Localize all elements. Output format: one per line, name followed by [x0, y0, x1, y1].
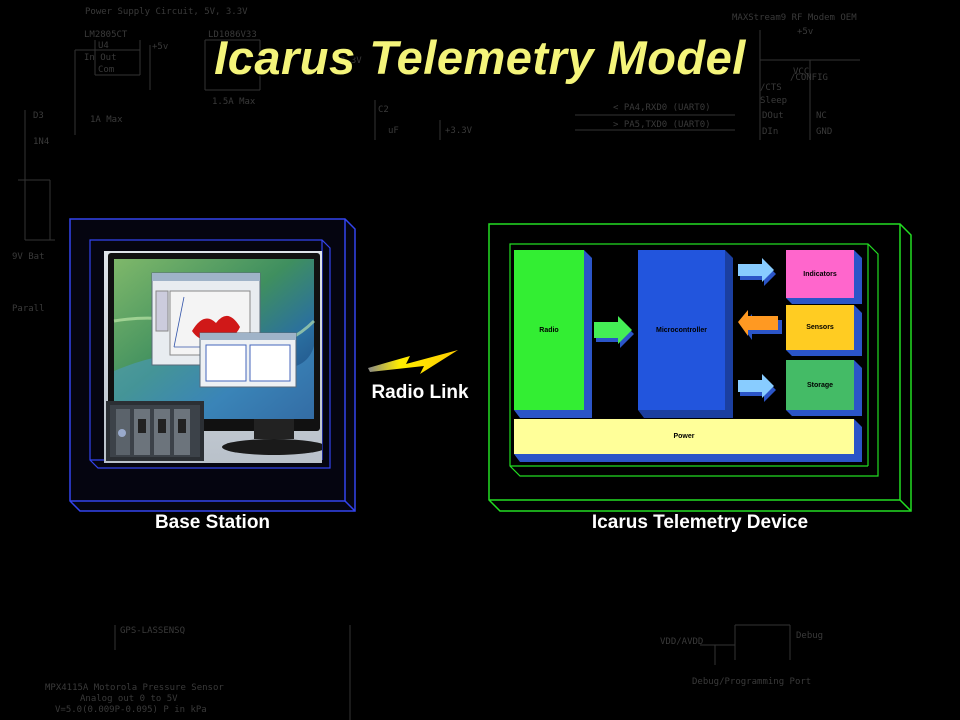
power-block: Power — [514, 419, 854, 454]
schematic-label: +5v — [797, 27, 813, 37]
device-label: Icarus Telemetry Device — [591, 512, 809, 533]
schematic-label: GPS-LASSENSQ — [120, 626, 185, 636]
schematic-label: Debug/Programming Port — [692, 677, 811, 687]
schematic-label: C2 — [378, 105, 389, 115]
schematic-label: +5v — [152, 42, 168, 52]
schematic-label: LM2805CT — [84, 30, 128, 40]
schematic-label: Com — [98, 65, 114, 75]
radio-block: Radio — [514, 250, 584, 410]
schematic-label: Debug — [796, 631, 823, 641]
schematic-label: Parall — [12, 304, 45, 314]
schematic-label: DIn — [762, 127, 778, 137]
base-station-label: Base Station — [154, 512, 271, 533]
schematic-label: Analog out 0 to 5V — [80, 694, 178, 704]
schematic-label: 9V Bat — [12, 252, 45, 262]
schematic-label: MAXStream9 RF Modem OEM — [732, 13, 857, 23]
microcontroller-block: Microcontroller — [638, 250, 725, 410]
base-station-photo — [104, 251, 322, 463]
schematic-label: uF — [388, 126, 399, 136]
schematic-label: VCC — [793, 67, 809, 77]
schematic-label: U4 — [98, 41, 109, 51]
schematic-label: /CONFIG — [790, 73, 828, 83]
schematic-label: 1A Max — [90, 115, 123, 125]
schematic-label: VDD/AVDD — [660, 637, 703, 647]
schematic-label: > PA5,TXD0 (UART0) — [613, 120, 711, 130]
schematic-label: /CTS — [760, 83, 782, 93]
schematic-label: MPX4115A Motorola Pressure Sensor — [45, 683, 224, 693]
schematic-label: D3 — [33, 111, 44, 121]
schematic-label: Power Supply Circuit, 5V, 3.3V — [85, 7, 248, 17]
schematic-label: DOut — [762, 111, 784, 121]
schematic-label: GND — [816, 127, 832, 137]
lightning-bolt-icon — [368, 350, 458, 374]
schematic-label: LD1086V33 — [208, 30, 257, 40]
schematic-label: +3.3V — [445, 126, 473, 136]
schematic-label: In Out — [84, 53, 117, 63]
storage-block: Storage — [786, 360, 854, 410]
sensors-block: Sensors — [786, 305, 854, 350]
schematic-label: Sleep — [760, 96, 787, 106]
indicators-block: Indicators — [786, 250, 854, 298]
schematic-label: < PA4,RXD0 (UART0) — [613, 103, 711, 113]
schematic-label: 1.5A Max — [212, 97, 256, 107]
page-title: Icarus Telemetry Model — [214, 31, 746, 84]
schematic-label: 1N4 — [33, 137, 49, 147]
radio-link-label: Radio Link — [371, 382, 469, 403]
schematic-label: NC — [816, 111, 827, 121]
schematic-label: V=5.0(0.009P-0.095) P in kPa — [55, 705, 207, 715]
schematic-label: 3.3V — [340, 56, 362, 66]
